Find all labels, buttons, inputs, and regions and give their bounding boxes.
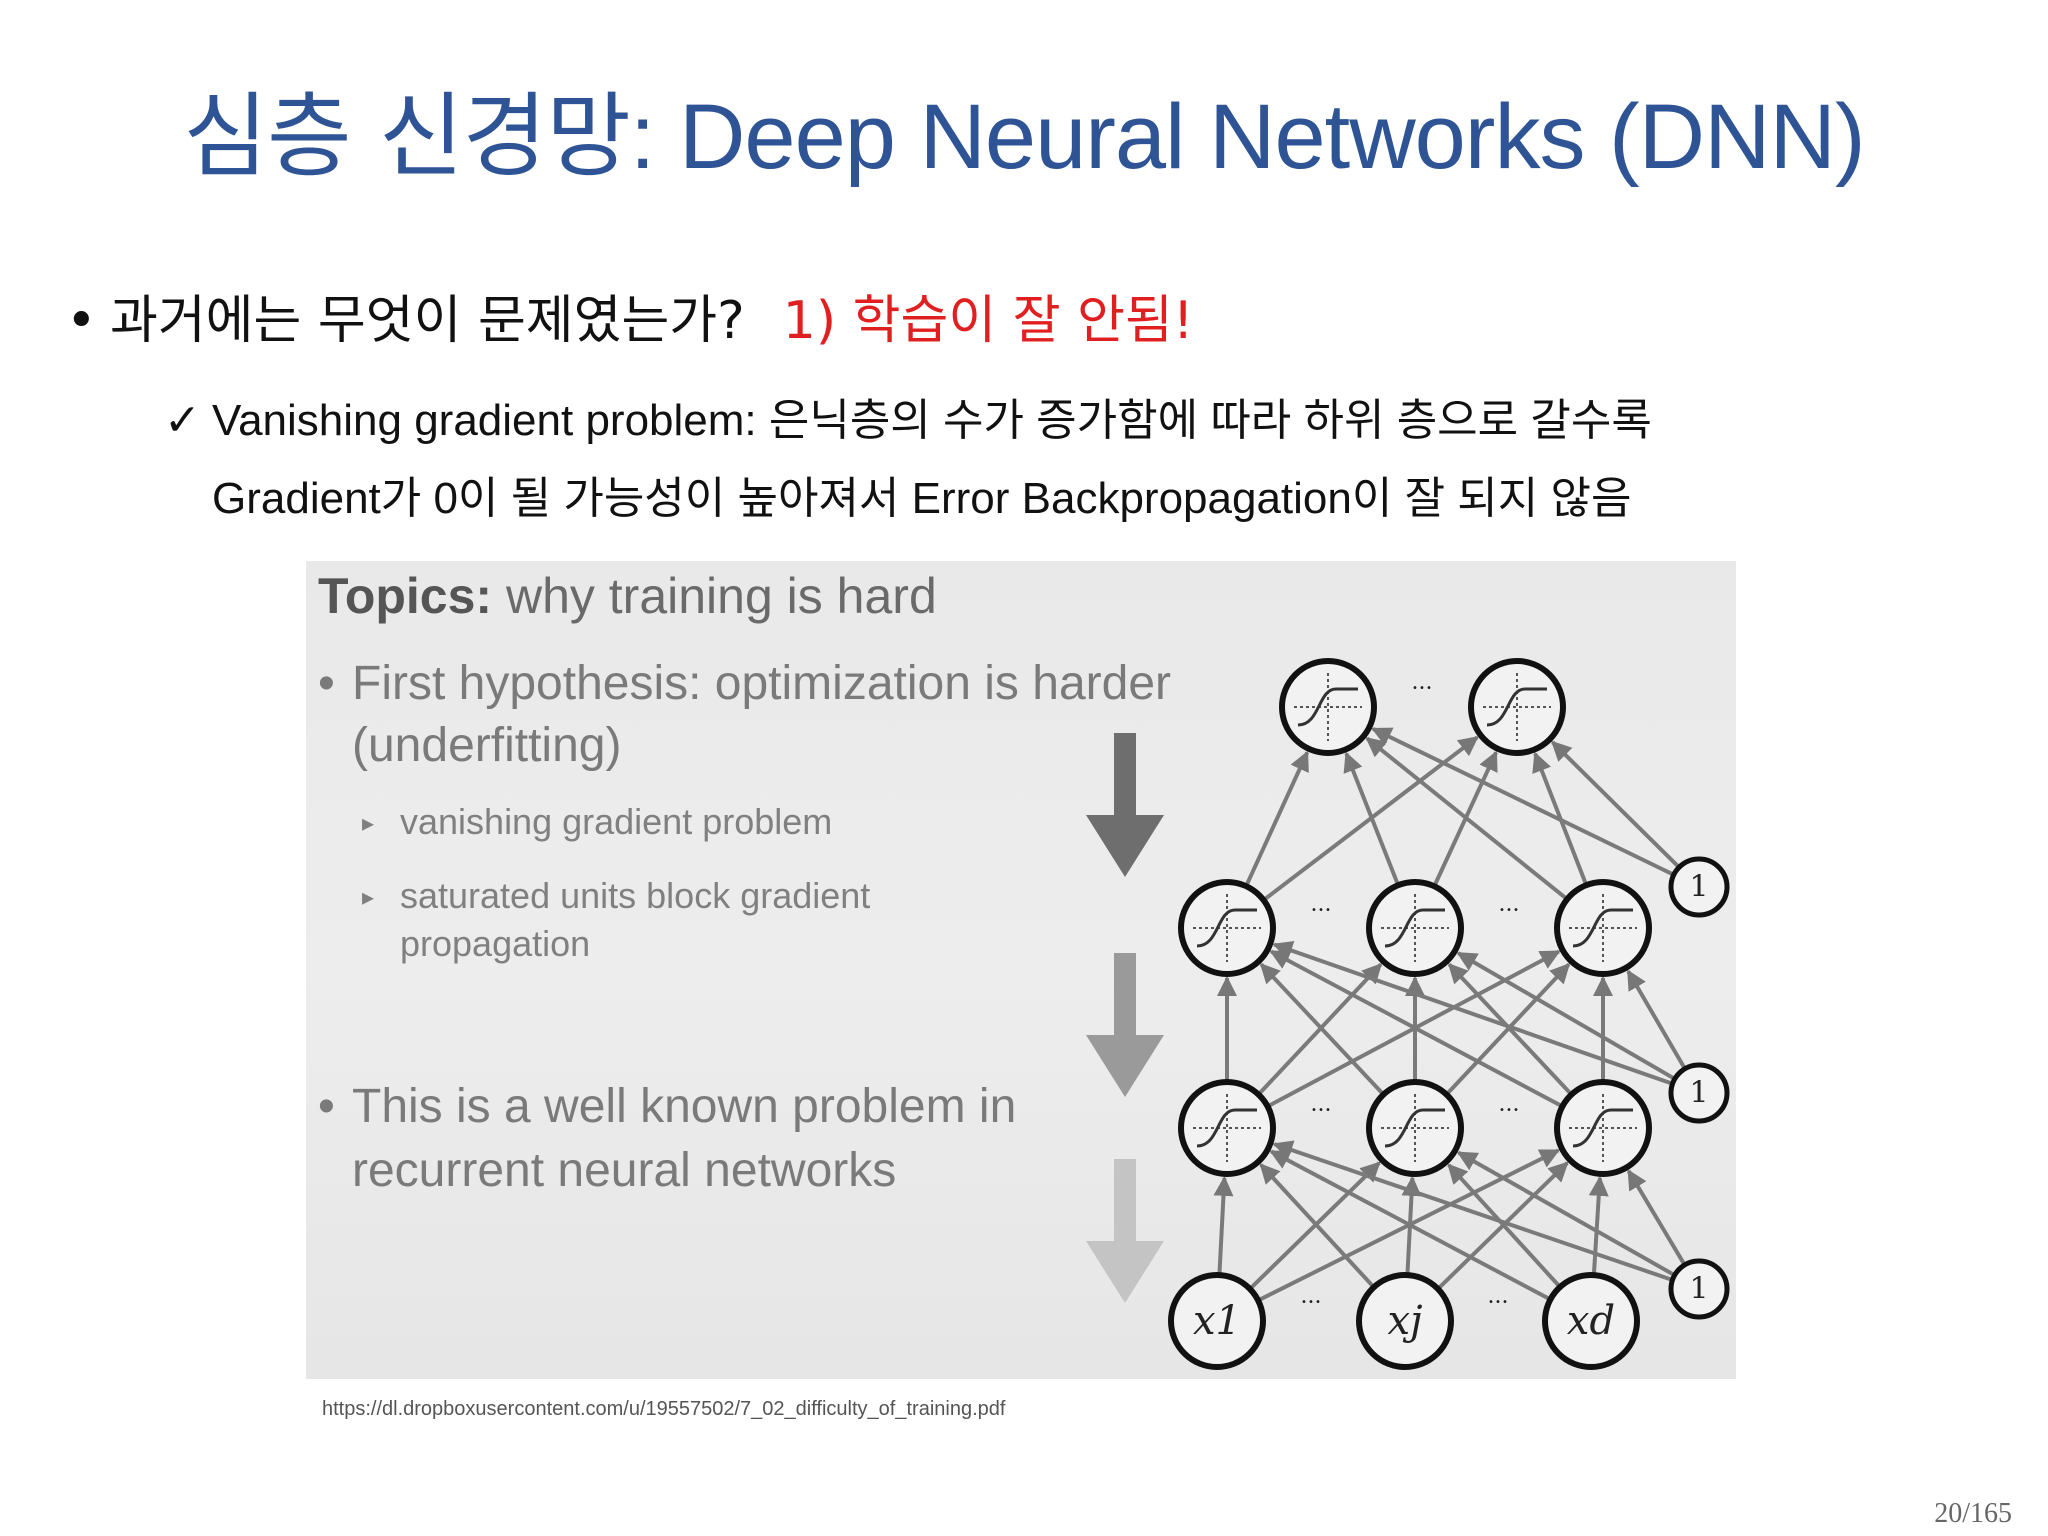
triangle-bullet-icon: ▸ xyxy=(362,884,375,912)
figure-bullet-1-line2: (underfitting) xyxy=(352,719,622,772)
sigmoid-neuron xyxy=(1554,879,1652,977)
sub-point-line1: ✓Vanishing gradient problem: 은닉층의 수가 증가함… xyxy=(164,384,1652,448)
embedded-figure: Topics: why training is hard • First hypo… xyxy=(306,561,1736,1379)
network-edge xyxy=(1456,951,1676,1081)
network-edge xyxy=(1626,969,1687,1070)
sub-point-text-1: Vanishing gradient problem: 은닉층의 수가 증가함에… xyxy=(212,396,1652,445)
bias-neuron xyxy=(1668,856,1730,918)
triangle-bullet-icon: ▸ xyxy=(362,810,375,838)
network-edge xyxy=(1272,1140,1674,1282)
ellipsis-text: ··· xyxy=(1412,677,1433,702)
figure-topics: Topics: why training is hard xyxy=(318,567,937,625)
network-nodes: x1 xj xd 1 1 1 ··· ··· ··· ··· ··· ··· ··· xyxy=(1168,658,1730,1370)
bias-label: 1 xyxy=(1689,870,1708,905)
sub-point-line2: Gradient가 0이 될 가능성이 높아져서 Error Backpropa… xyxy=(212,474,1632,523)
network-edge xyxy=(1244,750,1310,887)
network-edge xyxy=(1371,727,1675,877)
page-number: 20/165 xyxy=(1934,1498,2012,1529)
source-url: https://dl.dropboxusercontent.com/u/1955… xyxy=(322,1398,1006,1420)
network-edges xyxy=(1213,727,1687,1303)
bullet-dot-icon: • xyxy=(66,291,97,351)
network-edge xyxy=(1259,962,1385,1096)
network-edge xyxy=(1588,1175,1609,1276)
network-edge xyxy=(1269,1149,1552,1302)
figure-bullet-dot-icon: • xyxy=(318,657,335,710)
sigmoid-neuron xyxy=(1366,879,1464,977)
title-korean: 심층 신경망 xyxy=(183,83,630,190)
input-neuron xyxy=(1356,1272,1454,1370)
neural-network-diagram: x1 xj xd 1 1 1 ··· ··· ··· ··· ··· ··· ··· xyxy=(1086,658,1730,1370)
figure-bullet-1-line1: First hypothesis: optimization is harder xyxy=(352,657,1171,710)
title-english: : Deep Neural Networks (DNN) xyxy=(629,86,1866,188)
bullet-text: 과거에는 무엇이 문제였는가? xyxy=(110,291,745,351)
ellipsis-text: ··· xyxy=(1499,899,1520,924)
network-edge xyxy=(1343,751,1401,886)
main-bullet: •과거에는 무엇이 문제였는가? 1) 학습이 잘 안됨! xyxy=(66,278,1194,353)
network-edge xyxy=(1626,1169,1687,1266)
network-edge xyxy=(1447,1163,1562,1289)
network-edge xyxy=(1213,1175,1234,1276)
figure-subbullet-2-line2: propagation xyxy=(400,923,591,965)
figure-bullet-2-line1: This is a well known problem in xyxy=(352,1080,1017,1133)
bullet-highlight: 1) 학습이 잘 안됨! xyxy=(782,291,1194,351)
figure-subbullet-2: ▸ saturated units block gradient propagat… xyxy=(362,873,870,967)
network-edge xyxy=(1447,962,1573,1096)
sigmoid-neuron xyxy=(1178,879,1276,977)
ellipsis-text: ··· xyxy=(1301,1291,1322,1316)
input-label: xj xyxy=(1388,1298,1423,1344)
figure-bullet-dot-icon: • xyxy=(318,1080,335,1133)
down-arrow-icon xyxy=(1086,953,1164,1097)
input-label: x1 xyxy=(1193,1298,1241,1344)
figure-subbullet-2-line1: saturated units block gradient xyxy=(400,875,871,916)
ellipsis-text: ··· xyxy=(1488,1291,1509,1316)
figure-bullet-1: • First hypothesis: optimization is harde… xyxy=(318,653,1171,777)
input-label: xd xyxy=(1567,1298,1615,1344)
figure-subbullet-1: ▸ vanishing gradient problem xyxy=(362,799,832,847)
down-arrow-icon xyxy=(1086,1159,1164,1303)
sigmoid-neuron xyxy=(1468,658,1566,756)
network-edge xyxy=(1551,740,1681,869)
ellipsis-text: ··· xyxy=(1311,1099,1332,1124)
sigmoid-neuron xyxy=(1366,1079,1464,1177)
bias-neuron xyxy=(1668,1258,1730,1320)
sigmoid-neuron xyxy=(1178,1079,1276,1177)
bias-label: 1 xyxy=(1689,1076,1708,1111)
down-arrow-icon xyxy=(1086,733,1164,877)
figure-bullet-2-line2: recurrent neural networks xyxy=(352,1144,897,1197)
ellipsis-text: ··· xyxy=(1499,1099,1520,1124)
topics-label: Topics: xyxy=(318,568,493,624)
sigmoid-neuron xyxy=(1554,1079,1652,1177)
network-edge xyxy=(1365,736,1569,901)
network-edge xyxy=(1259,1163,1376,1289)
checkmark-icon: ✓ xyxy=(164,396,201,445)
figure-bullet-2: • This is a well known problem in recurre… xyxy=(318,1075,1016,1203)
network-edge xyxy=(1456,1150,1676,1277)
slide-title: 심층 신경망: Deep Neural Networks (DNN) xyxy=(0,62,2048,195)
network-edge xyxy=(1272,940,1674,1086)
ellipsis-text: ··· xyxy=(1311,899,1332,924)
input-neuron xyxy=(1168,1272,1266,1370)
bias-label: 1 xyxy=(1689,1272,1708,1307)
bias-neuron xyxy=(1668,1062,1730,1124)
topics-text: why training is hard xyxy=(505,568,937,624)
figure-subbullet-1-text: vanishing gradient problem xyxy=(400,801,833,842)
sigmoid-neuron xyxy=(1279,658,1377,756)
network-edge xyxy=(1269,949,1564,1109)
input-neuron xyxy=(1542,1272,1640,1370)
